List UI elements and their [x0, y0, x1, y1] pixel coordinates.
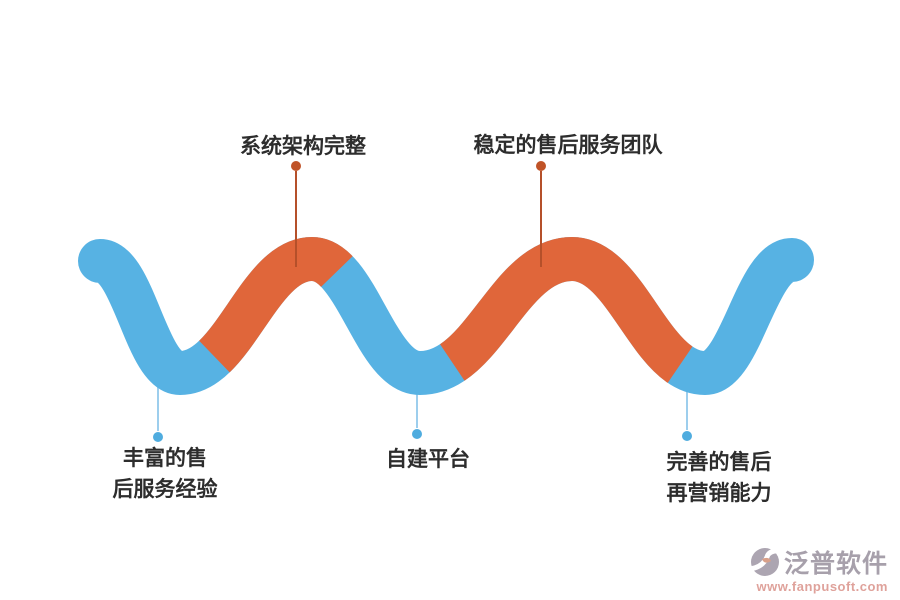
dot-remarketing: [682, 431, 692, 441]
callout-text-line1: 自建平台: [386, 448, 470, 471]
callout-text-line2: 再营销能力: [666, 482, 772, 505]
callout-label-experience: 丰富的售 后服务经验: [113, 443, 218, 505]
logo-url: www.fanpusoft.com: [756, 579, 888, 594]
callout-label-remarketing: 完善的售后 再营销能力: [667, 447, 772, 509]
fanpu-logo-icon: [749, 548, 781, 576]
callout-text-line2: 后服务经验: [112, 478, 218, 501]
dot-platform: [412, 429, 422, 439]
callout-text: 稳定的售后服务团队: [473, 134, 663, 157]
logo-row: 泛普软件: [749, 544, 888, 580]
callout-label-service-team: 稳定的售后服务团队: [474, 130, 663, 161]
dot-architecture: [291, 161, 301, 171]
dot-experience: [153, 432, 163, 442]
wave-path-blue: [78, 237, 814, 395]
callout-label-architecture: 系统架构完整: [240, 131, 366, 162]
callout-text: 系统架构完整: [240, 135, 366, 158]
dot-service-team: [536, 161, 546, 171]
callout-text-line1: 丰富的售: [123, 447, 207, 470]
callout-text-line1: 完善的售后: [666, 451, 772, 474]
callout-label-platform: 自建平台: [386, 444, 470, 475]
logo: 泛普软件 www.fanpusoft.com: [749, 544, 888, 594]
logo-name: 泛普软件: [783, 550, 888, 578]
